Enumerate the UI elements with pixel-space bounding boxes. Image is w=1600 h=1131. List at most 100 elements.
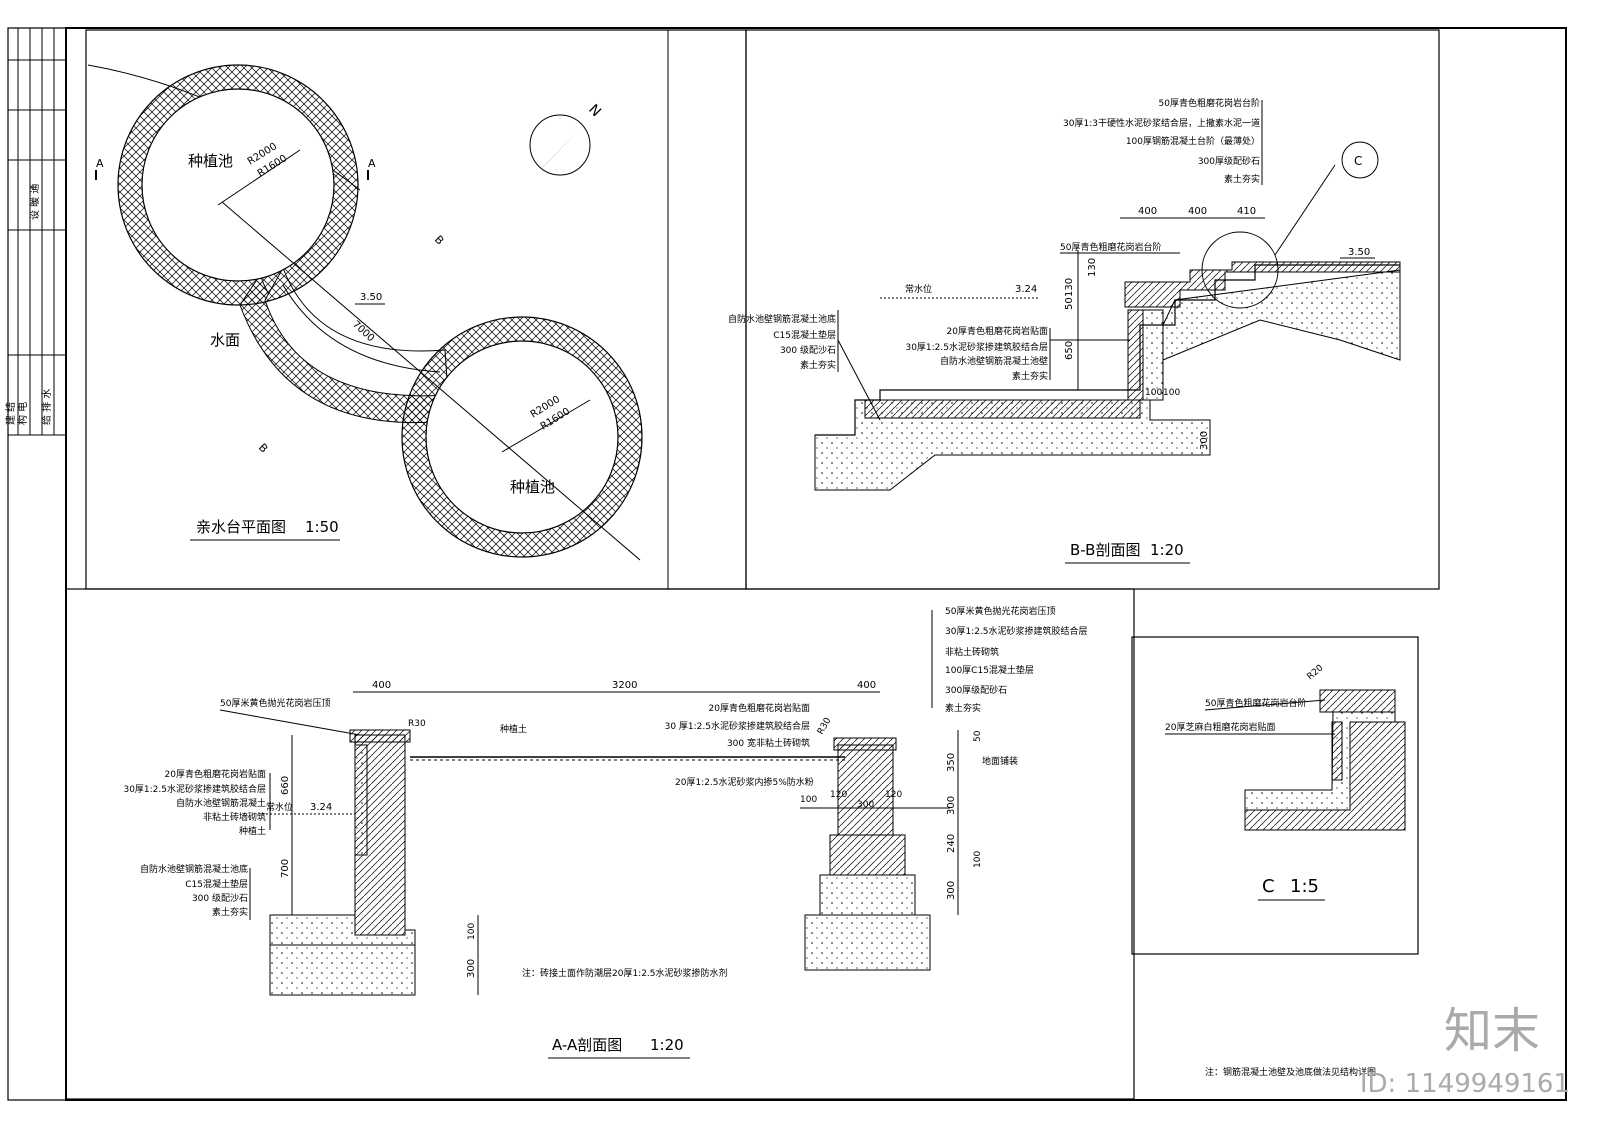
plan-view: 种植池 种植池 水面 R2000 R1600 R2000 R1600 7000 … — [87, 64, 643, 561]
bb-dim: 130 — [1064, 278, 1075, 297]
title-block: 建 结 构 电 设 暖 通 给 排 水 — [4, 28, 66, 436]
c-radius: R20 — [1306, 663, 1326, 682]
aa-dim: 50 — [973, 730, 983, 742]
bb-callout-mid: 30厚1:2.5水泥砂浆掺建筑胶结合层 — [905, 341, 1048, 353]
c-callout: 50厚青色粗磨花岗岩台阶 — [1205, 697, 1306, 709]
aa-dim: 100 — [973, 851, 983, 868]
section-aa: 400 3200 400 660 700 100 300 350 50 300 … — [123, 605, 1088, 1059]
id-watermark: ID: 1149949161 — [1359, 1069, 1570, 1099]
section-mark-b2: B — [256, 441, 271, 456]
inner-border — [65, 27, 1567, 1101]
aa-callout-left-bottom: 自防水池壁钢筋混凝土池底 — [140, 863, 248, 875]
aa-callout-right: 300厚级配砂石 — [945, 684, 1007, 696]
aa-dim: 100 — [467, 923, 477, 940]
aa-callout-left: 非粘土砖墙砌筑 — [203, 811, 266, 823]
brand-watermark: 知末 — [1443, 1003, 1540, 1059]
aa-ground: 地面铺装 — [982, 755, 1018, 767]
aa-dim: 300 — [946, 881, 957, 900]
section-mark-a2: A — [368, 157, 376, 170]
plan-title: 亲水台平面图 — [196, 518, 286, 536]
bb-dim: 300 — [1199, 431, 1210, 450]
water-level-mark: 常水位 — [905, 283, 932, 295]
aa-radius: R30 — [408, 719, 426, 729]
aa-callout-left: 种植土 — [239, 825, 266, 837]
pool-label-1: 种植池 — [188, 152, 233, 170]
title-block-label: 给 排 水 — [40, 389, 53, 425]
bb-callout-left: 自防水池壁钢筋混凝土池底 — [728, 313, 836, 325]
bb-dim: 100 — [1145, 388, 1162, 398]
aa-callout-left-bottom: 300 级配沙石 — [192, 892, 248, 904]
aa-callout-left: 自防水池壁钢筋混凝土 — [176, 797, 266, 809]
aa-callout-left: 30厚1:2.5水泥砂浆掺建筑胶结合层 — [123, 783, 266, 795]
section-mark-b: B — [432, 233, 447, 248]
c-panel — [1131, 636, 1419, 955]
water-label: 水面 — [210, 331, 240, 349]
c-callout: 20厚芝麻白粗磨花岗岩贴面 — [1165, 721, 1275, 733]
aa-dim: 120 — [885, 790, 902, 800]
aa-dim: 400 — [372, 680, 391, 691]
aa-dim: 100 — [800, 795, 817, 805]
bb-callout-left: C15混凝土垫层 — [773, 329, 836, 341]
aa-callout-right: 素土夯实 — [945, 702, 981, 714]
aa-panel — [65, 588, 1135, 1100]
detail-c: R20 50厚青色粗磨花岗岩台阶 20厚芝麻白粗磨花岗岩贴面 C 1:5 注：钢… — [1165, 663, 1406, 1078]
aa-dim: 3200 — [612, 680, 637, 691]
aa-callout-mid: 30 厚1:2.5水泥砂浆掺建筑胶结合层 — [665, 720, 810, 732]
bb-callout-mid: 自防水池壁钢筋混凝土池壁 — [940, 355, 1048, 367]
aa-callout-left-bottom: C15混凝土垫层 — [185, 878, 248, 890]
aa-dim: 300 — [466, 959, 477, 978]
title-block-label: 建 结 — [4, 402, 17, 425]
bb-callout-mid: 素土夯实 — [1012, 370, 1048, 382]
north-label: N — [585, 102, 604, 121]
aa-dim: 120 — [830, 790, 847, 800]
bb-dim: 400 — [1188, 206, 1207, 217]
bb-scale: 1:20 — [1150, 541, 1184, 559]
c-scale: 1:5 — [1290, 876, 1319, 897]
bb-stair-label: 50厚青色粗磨花岗岩台阶 — [1060, 241, 1161, 253]
bb-dim: 130 — [1087, 258, 1098, 277]
aa-water-level: 3.24 — [310, 802, 332, 813]
bb-callout-left: 300 级配沙石 — [780, 344, 836, 356]
bb-callout: 100厚钢筋混凝土台阶（最薄处） — [1126, 135, 1260, 147]
aa-dim: 660 — [280, 776, 291, 795]
aa-title: A-A剖面图 — [552, 1036, 622, 1054]
aa-note: 注：砖接土面作防潮层20厚1:2.5水泥砂浆掺防水剂 — [522, 967, 728, 979]
aa-callout-right: 30厚1:2.5水泥砂浆掺建筑胶结合层 — [945, 625, 1088, 637]
aa-dim: 400 — [857, 680, 876, 691]
aa-water-mark: 常水位 — [266, 801, 293, 813]
aa-radius-2: R30 — [816, 716, 834, 737]
aa-cap-label: 50厚米黄色抛光花岗岩压顶 — [220, 697, 330, 709]
title-block-label: 设 暖 通 — [28, 184, 41, 220]
aa-dim: 300 — [946, 796, 957, 815]
bb-dim: 100 — [1163, 388, 1180, 398]
bb-dim: 410 — [1237, 206, 1256, 217]
top-level: 3.50 — [1348, 247, 1370, 258]
aa-callout-mid: 300 宽非粘土砖砌筑 — [727, 737, 810, 749]
aa-callout-right: 非粘土砖砌筑 — [945, 646, 999, 658]
aa-waterproof: 20厚1:2.5水泥砂浆内掺5%防水粉 — [675, 776, 814, 788]
c-note: 注：钢筋混凝土池壁及池底做法见结构详图 — [1205, 1066, 1376, 1078]
aa-callout-mid: 20厚青色粗磨花岗岩贴面 — [709, 702, 810, 714]
section-bb: C 400 400 410 130 130 50 650 100 100 300… — [728, 97, 1401, 564]
north-arrow-icon: N — [529, 102, 604, 176]
aa-callout-right: 100厚C15混凝土垫层 — [945, 664, 1034, 676]
title-block-label: 构 电 — [16, 402, 29, 425]
bb-callout-mid: 20厚青色粗磨花岗岩贴面 — [947, 325, 1048, 337]
aa-dim: 240 — [946, 834, 957, 853]
aa-soil-label: 种植土 — [500, 723, 527, 735]
bb-callout: 50厚青色粗磨花岗岩台阶 — [1159, 97, 1260, 109]
aa-scale: 1:20 — [650, 1036, 684, 1054]
detail-ref: C — [1354, 154, 1362, 168]
aa-callout-left-bottom: 素土夯实 — [212, 906, 248, 918]
bb-title: B-B剖面图 — [1070, 541, 1140, 559]
c-title: C — [1262, 876, 1275, 897]
pool-label-2: 种植池 — [510, 478, 555, 496]
bb-dim: 650 — [1064, 341, 1075, 360]
aa-dim: 350 — [946, 753, 957, 772]
bb-callout: 300厚级配砂石 — [1198, 155, 1260, 167]
aa-dim: 700 — [280, 859, 291, 878]
water-level: 3.24 — [1015, 284, 1037, 295]
section-mark-a: A — [96, 157, 104, 170]
level-mark: 3.50 — [360, 292, 382, 303]
